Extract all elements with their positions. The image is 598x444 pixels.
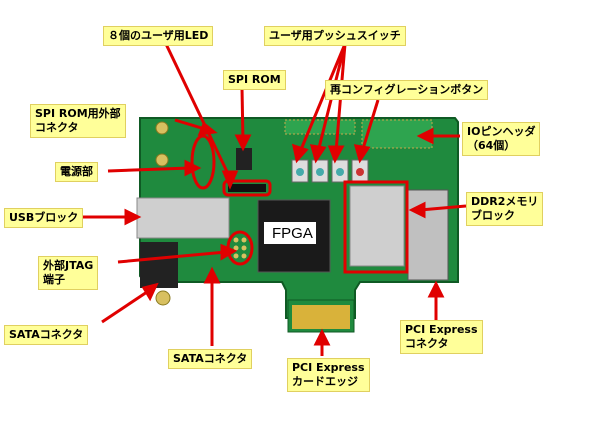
label-ddr2-line1: DDR2メモリ <box>471 195 539 208</box>
card-edge-pins <box>292 305 350 329</box>
led-row <box>228 184 266 192</box>
label-user-led: ８個のユーザ用LED <box>103 26 214 46</box>
label-jtag: 外部JTAG 端子 <box>38 256 99 290</box>
spi-rom-chip <box>236 148 252 170</box>
label-pcie-connector: PCI Express コネクタ <box>400 320 483 354</box>
label-pcie-connector-line1: PCI Express <box>405 323 478 336</box>
label-push-switch: ユーザ用プッシュスイッチ <box>264 26 406 46</box>
jtag-header <box>233 237 247 259</box>
label-sata-bottom: SATAコネクタ <box>168 349 253 369</box>
label-spi-ext-connector: SPI ROM用外部 コネクタ <box>30 104 126 138</box>
label-power: 電源部 <box>55 162 98 182</box>
label-spi-rom: SPI ROM <box>223 70 286 90</box>
usb-block <box>136 197 230 239</box>
label-io-header-line2: （64個） <box>467 139 516 152</box>
label-pcie-edge-line2: カードエッジ <box>292 375 358 388</box>
label-reconfig-button: 再コンフィグレーションボタン <box>325 80 489 100</box>
mount-hole <box>155 121 169 135</box>
label-spi-ext-line2: コネクタ <box>35 121 79 134</box>
label-ddr2-line2: ブロック <box>471 209 515 222</box>
label-spi-ext-line1: SPI ROM用外部 <box>35 107 121 120</box>
label-ddr2: DDR2メモリ ブロック <box>466 192 544 226</box>
fpga-label: FPGA <box>272 225 313 242</box>
label-io-header-line1: IOピンヘッダ <box>467 125 536 138</box>
sata-connector <box>140 242 178 288</box>
label-sata-left: SATAコネクタ <box>4 325 89 345</box>
label-jtag-line1: 外部JTAG <box>43 259 94 272</box>
label-usb-block: USBブロック <box>4 208 84 228</box>
highlight-power <box>190 134 216 190</box>
mount-hole <box>155 290 171 306</box>
label-pcie-connector-line2: コネクタ <box>405 337 449 350</box>
push-buttons <box>291 159 369 183</box>
pcie-connector <box>407 189 449 281</box>
label-jtag-line2: 端子 <box>43 273 65 286</box>
label-pcie-edge-line1: PCI Express <box>292 361 365 374</box>
mount-hole <box>155 153 169 167</box>
highlight-ddr2 <box>343 180 409 274</box>
label-pcie-edge: PCI Express カードエッジ <box>287 358 370 392</box>
label-io-header: IOピンヘッダ （64個） <box>462 122 541 156</box>
highlight-led <box>222 179 272 197</box>
ddr2-memory <box>349 185 405 267</box>
